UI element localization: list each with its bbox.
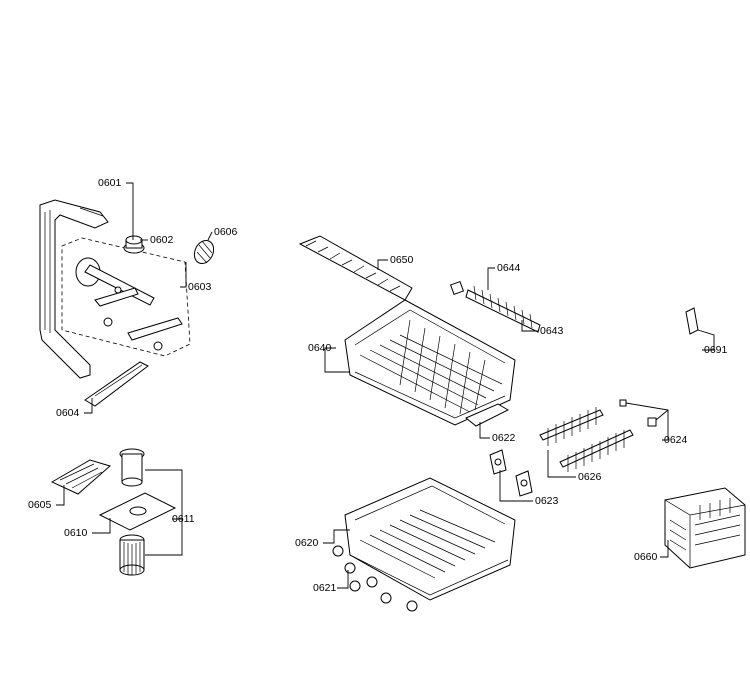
callout-0602: 0602 <box>150 234 174 246</box>
filter-disc-0606 <box>193 239 215 265</box>
upper-rack-0640 <box>344 299 516 426</box>
tine-rows-0626 <box>539 407 634 472</box>
spray-arm-housing-box <box>61 237 191 357</box>
lower-spray-arm <box>84 361 149 407</box>
callout-0604: 0604 <box>56 407 80 419</box>
callout-0621: 0621 <box>313 582 337 594</box>
upper-spray-hub <box>75 257 183 351</box>
roller-bracket-0623 <box>489 449 533 497</box>
callout-0650: 0650 <box>390 254 414 266</box>
clip-0691 <box>685 307 699 335</box>
spray-nozzle-0602 <box>123 235 145 254</box>
spray-arm-feed-pipe <box>39 199 109 379</box>
filter-cylinder <box>119 448 145 487</box>
callout-0624: 0624 <box>664 434 688 446</box>
callout-0623: 0623 <box>535 495 559 507</box>
callout-0610: 0610 <box>64 527 88 539</box>
callout-0640: 0640 <box>308 342 332 354</box>
callout-0605: 0605 <box>28 499 52 511</box>
flat-filter-0610 <box>98 492 177 531</box>
cutlery-basket-0660 <box>664 487 746 569</box>
rack-rail-0650 <box>298 235 413 301</box>
callout-0620: 0620 <box>295 537 319 549</box>
lower-rack <box>344 477 516 601</box>
callout-0643: 0643 <box>540 325 564 337</box>
callout-0611: 0611 <box>172 513 195 525</box>
leader-lines <box>56 182 715 589</box>
callout-0691: 0691 <box>704 344 728 356</box>
callout-0660: 0660 <box>634 551 658 563</box>
callout-0626: 0626 <box>578 471 602 483</box>
cup-rack-0643 <box>465 285 541 333</box>
callout-0606: 0606 <box>214 226 238 238</box>
sump-cover-0605 <box>50 459 112 495</box>
callout-0603: 0603 <box>188 281 212 293</box>
rollers-0620-0621 <box>332 545 418 612</box>
callout-0601: 0601 <box>98 177 122 189</box>
small-parts-0624 <box>619 399 657 427</box>
handle-0622 <box>465 403 510 427</box>
callout-0622: 0622 <box>492 432 516 444</box>
callout-0644: 0644 <box>497 262 521 274</box>
micro-filter-0611 <box>119 534 145 576</box>
clip-0644 <box>449 280 465 296</box>
